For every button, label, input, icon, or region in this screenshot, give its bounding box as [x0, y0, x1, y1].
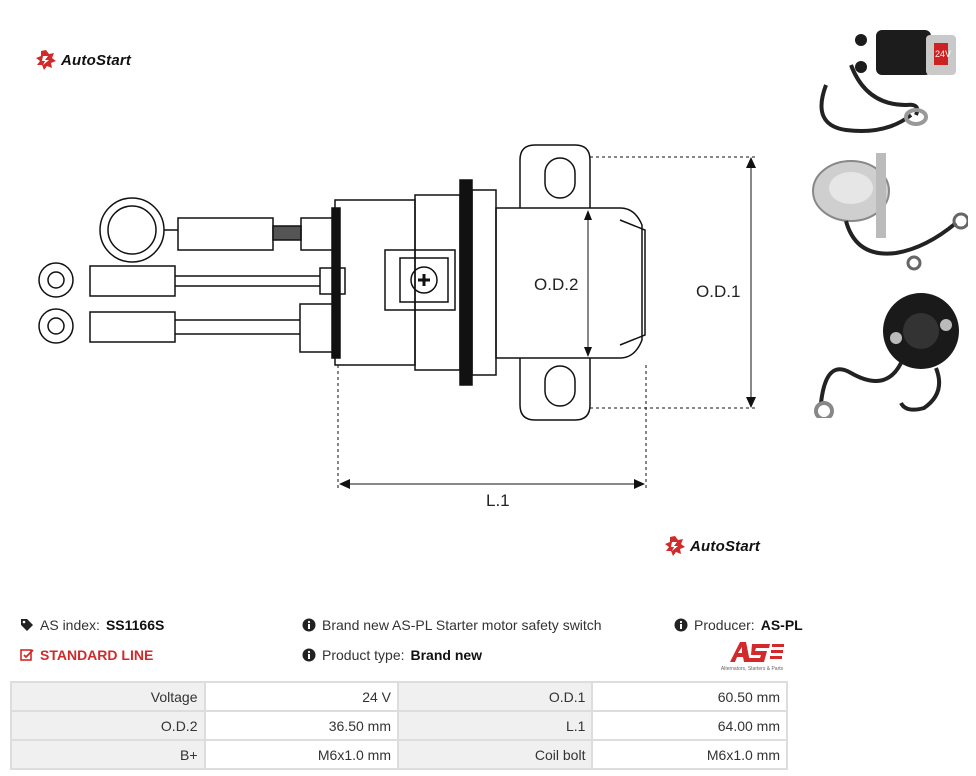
- spec-table: Voltage 24 V O.D.1 60.50 mm O.D.2 36.50 …: [10, 681, 788, 770]
- thumb-voltage-label: 24V: [935, 49, 951, 59]
- spec-value: M6x1.0 mm: [591, 739, 788, 770]
- spec-label: L.1: [396, 710, 594, 741]
- table-row: Voltage 24 V O.D.1 60.50 mm: [10, 681, 788, 712]
- product-photo-1[interactable]: 24V: [806, 5, 968, 140]
- spec-value: 60.50 mm: [591, 681, 788, 712]
- producer: Producer: AS-PL: [674, 617, 803, 633]
- autostart-logo-icon: [665, 536, 685, 556]
- product-type-label: Product type:: [322, 647, 405, 663]
- info-icon: [674, 618, 688, 632]
- tags-icon: [21, 619, 33, 631]
- autostart-logo-top: AutoStart: [36, 50, 131, 70]
- spec-value: 64.00 mm: [591, 710, 788, 741]
- as-index: AS index: SS1166S: [20, 617, 164, 633]
- producer-tagline: Alternators, Starters & Parts: [721, 666, 784, 672]
- autostart-logo-icon: [36, 50, 56, 70]
- autostart-logo-bottom: AutoStart: [665, 536, 760, 556]
- spec-label: O.D.2: [10, 710, 206, 741]
- producer-label: Producer:: [694, 617, 755, 633]
- table-row: B+ M6x1.0 mm Coil bolt M6x1.0 mm: [10, 739, 788, 770]
- product-photo-3[interactable]: [806, 283, 968, 418]
- l1-label: L.1: [486, 491, 510, 510]
- spec-value: M6x1.0 mm: [203, 739, 399, 770]
- spec-label: B+: [10, 739, 206, 770]
- as-index-value: SS1166S: [105, 617, 165, 633]
- technical-drawing: O.D.2 O.D.1 L.1: [38, 144, 758, 510]
- spec-label: O.D.1: [396, 681, 594, 712]
- od1-label: O.D.1: [696, 282, 740, 301]
- spec-value: 36.50 mm: [203, 710, 399, 741]
- table-row: O.D.2 36.50 mm L.1 64.00 mm: [10, 710, 788, 741]
- spec-label: Voltage: [10, 681, 206, 712]
- info-icon: [302, 618, 316, 632]
- product-type-value: Brand new: [410, 647, 483, 663]
- brand-name: AutoStart: [61, 51, 132, 69]
- spec-label: Coil bolt: [396, 739, 594, 770]
- product-line: STANDARD LINE: [20, 647, 153, 663]
- info-icon: [302, 648, 316, 662]
- od2-label: O.D.2: [534, 275, 578, 294]
- as-index-label: AS index:: [40, 617, 100, 633]
- as-pl-logo: Alternators, Starters & Parts: [721, 642, 784, 672]
- checkbox-icon: [20, 649, 34, 661]
- product-description: Brand new AS-PL Starter motor safety swi…: [302, 617, 602, 633]
- product-type: Product type: Brand new: [302, 647, 482, 663]
- product-photo-2[interactable]: [806, 143, 968, 278]
- spec-value: 24 V: [203, 681, 399, 712]
- brand-name: AutoStart: [690, 537, 761, 555]
- product-description-text: Brand new AS-PL Starter motor safety swi…: [322, 617, 602, 633]
- producer-value: AS-PL: [760, 617, 803, 633]
- product-line-label: STANDARD LINE: [40, 647, 154, 663]
